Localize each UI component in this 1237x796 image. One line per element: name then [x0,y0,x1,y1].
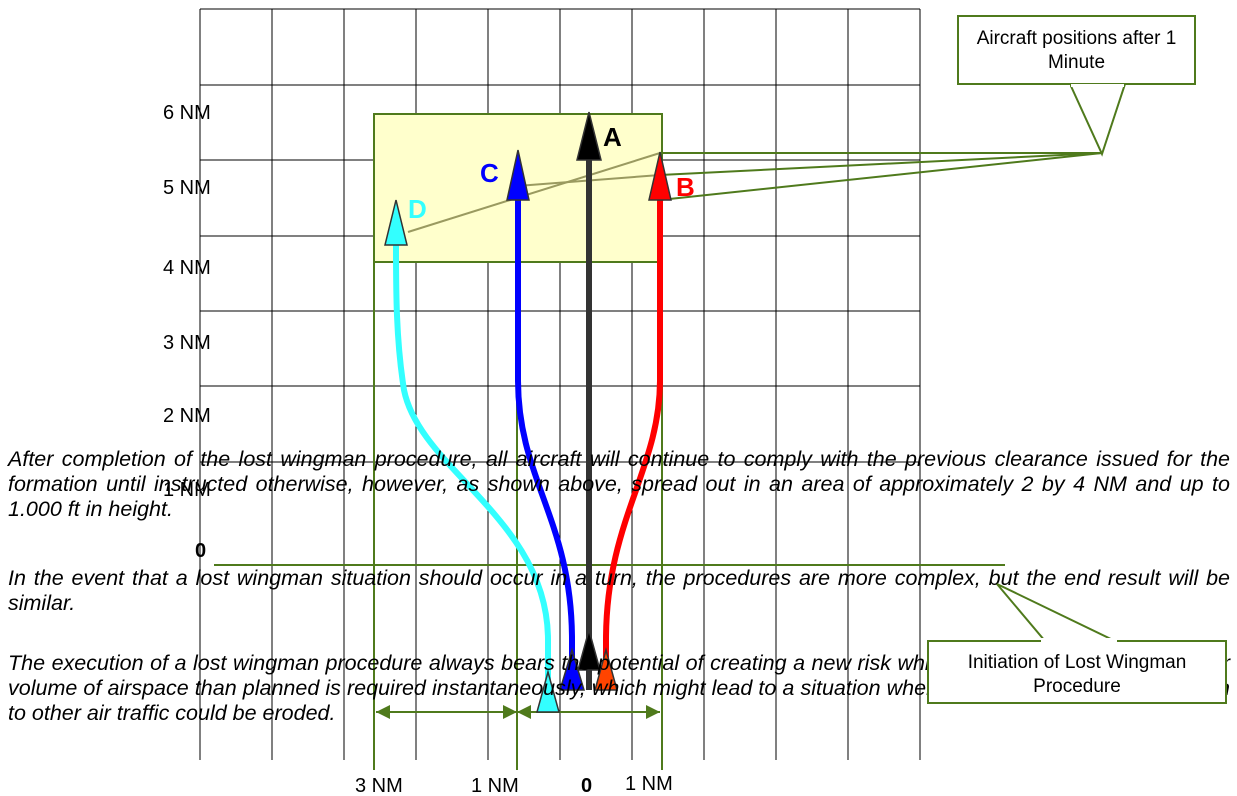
aircraft-c-end [506,149,530,201]
aircraft-a-end [576,111,602,161]
aircraft-b-end [648,151,672,201]
callout-positions-after-1-minute: Aircraft positions after 1 Minute [957,15,1196,85]
y-label-6nm: 6 NM [163,102,211,124]
aircraft-d-end [384,199,408,246]
aircraft-start-markers [536,627,618,713]
x-label-3nm-left: 3 NM [355,775,403,796]
width-dimension-arrow [376,705,660,719]
callout-initiation-lost-wingman: Initiation of Lost Wingman Procedure [927,640,1227,704]
aircraft-label-a: A [603,122,622,152]
callout-bottom-text: Initiation of Lost Wingman Procedure [967,652,1187,697]
x-label-1nm-left: 1 NM [471,775,519,796]
aircraft-end-markers [384,111,672,246]
y-label-3nm: 3 NM [163,332,211,354]
x-label-0: 0 [581,775,592,796]
paragraph-completion: After completion of the lost wingman pro… [8,447,1230,521]
callout-top-pointer [1070,84,1127,157]
paragraph-turn: In the event that a lost wingman situati… [8,566,1230,615]
x-label-1nm-right: 1 NM [625,773,673,795]
y-label-1nm: 1 NM [163,479,211,501]
y-label-5nm: 5 NM [163,177,211,199]
y-label-0: 0 [195,540,206,562]
aircraft-tracks [393,140,663,690]
aircraft-d-start [536,669,560,713]
aircraft-label-d: D [408,194,427,224]
aircraft-a-start [577,627,601,671]
aircraft-label-b: B [676,172,695,202]
track-b [603,195,663,690]
callout-bottom-pointer [996,583,1117,644]
aircraft-label-c: C [480,158,499,188]
y-label-2nm: 2 NM [163,405,211,427]
track-d [393,244,551,690]
y-label-4nm: 4 NM [163,257,211,279]
track-c [515,180,575,690]
callout-top-text: Aircraft positions after 1 Minute [976,28,1177,73]
aircraft-b-start [594,647,618,691]
